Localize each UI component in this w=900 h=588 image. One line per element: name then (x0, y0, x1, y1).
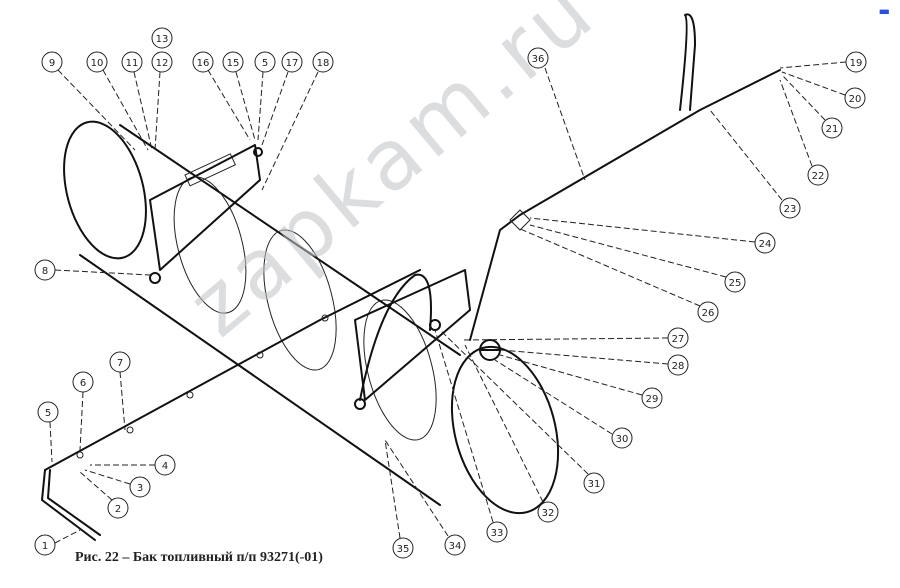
callout-34: 34 (384, 439, 466, 556)
wire-harness (469, 13, 781, 341)
svg-text:2: 2 (115, 504, 121, 515)
svg-text:28: 28 (672, 361, 685, 372)
svg-text:30: 30 (616, 434, 629, 445)
callout-7: 7 (109, 351, 131, 431)
callout-2: 2 (79, 471, 129, 519)
callout-36: 36 (527, 47, 586, 181)
callout-31: 31 (439, 329, 605, 494)
svg-text:18: 18 (317, 58, 330, 69)
callout-20: 20 (781, 71, 866, 109)
svg-text:11: 11 (126, 58, 139, 69)
callout-10: 10 (86, 51, 149, 151)
callout-17: 17 (261, 51, 303, 146)
svg-text:22: 22 (812, 171, 825, 182)
callout-5b: 5 (37, 401, 59, 463)
svg-text:19: 19 (850, 58, 863, 69)
callout-21: 21 (782, 75, 843, 139)
svg-text:7: 7 (117, 358, 123, 369)
svg-text:12: 12 (156, 58, 169, 69)
callout-12: 12 (151, 51, 173, 151)
callout-18: 18 (261, 51, 334, 191)
level-sensor (479, 339, 501, 361)
svg-text:26: 26 (702, 308, 715, 319)
svg-text:1: 1 (42, 541, 48, 552)
callout-4: 4 (90, 454, 176, 476)
callout-26: 26 (517, 227, 719, 323)
callout-28: 28 (499, 349, 689, 376)
callout-25: 25 (529, 224, 746, 293)
callout-29: 29 (499, 354, 663, 409)
fuel-line (41, 269, 421, 541)
svg-text:17: 17 (286, 58, 299, 69)
svg-text:29: 29 (646, 394, 659, 405)
mount-bracket-front (149, 144, 263, 284)
callout-16: 16 (192, 51, 251, 141)
callout-11: 11 (121, 51, 153, 151)
callout-24: 24 (529, 217, 776, 254)
corner-mark: ▬ (878, 4, 890, 18)
callout-32: 32 (464, 344, 559, 523)
callout-23: 23 (709, 109, 801, 219)
svg-text:15: 15 (227, 58, 240, 69)
callout-13: 13 (151, 27, 173, 49)
callouts: 9 10 11 12 13 16 15 5 17 18 8 7 6 5 4 3 … (34, 27, 867, 559)
svg-text:6: 6 (80, 378, 86, 389)
figure-caption: Рис. 22 – Бак топливный п/п 93271(-01) (75, 550, 323, 565)
callout-6: 6 (72, 371, 94, 451)
svg-text:35: 35 (397, 544, 410, 555)
svg-text:20: 20 (849, 94, 862, 105)
callout-8: 8 (34, 259, 151, 281)
callout-30: 30 (494, 359, 633, 449)
callout-27: 27 (461, 327, 689, 349)
svg-text:32: 32 (542, 508, 555, 519)
svg-text:25: 25 (729, 278, 742, 289)
svg-text:24: 24 (759, 239, 772, 250)
strap (359, 273, 432, 401)
callout-35: 35 (384, 439, 414, 559)
svg-text:23: 23 (784, 204, 797, 215)
svg-text:31: 31 (588, 479, 601, 490)
svg-text:8: 8 (42, 266, 48, 277)
svg-text:16: 16 (197, 58, 210, 69)
tank-body (63, 120, 560, 515)
svg-text:21: 21 (826, 124, 839, 135)
callout-15: 15 (222, 51, 256, 141)
callout-19: 19 (779, 51, 867, 73)
callout-5: 5 (254, 51, 276, 141)
svg-text:5: 5 (45, 408, 51, 419)
svg-text:3: 3 (137, 483, 143, 494)
svg-text:9: 9 (49, 58, 55, 69)
callout-3: 3 (84, 469, 151, 498)
svg-text:10: 10 (91, 58, 104, 69)
callout-22: 22 (779, 79, 829, 186)
svg-text:13: 13 (156, 34, 169, 45)
callout-9: 9 (41, 51, 136, 151)
svg-text:33: 33 (491, 528, 504, 539)
callout-1: 1 (34, 529, 81, 556)
svg-text:34: 34 (449, 541, 462, 552)
svg-text:4: 4 (162, 461, 168, 472)
callout-33: 33 (434, 329, 508, 543)
svg-text:27: 27 (672, 334, 685, 345)
svg-text:5: 5 (262, 58, 268, 69)
svg-text:36: 36 (532, 54, 545, 65)
